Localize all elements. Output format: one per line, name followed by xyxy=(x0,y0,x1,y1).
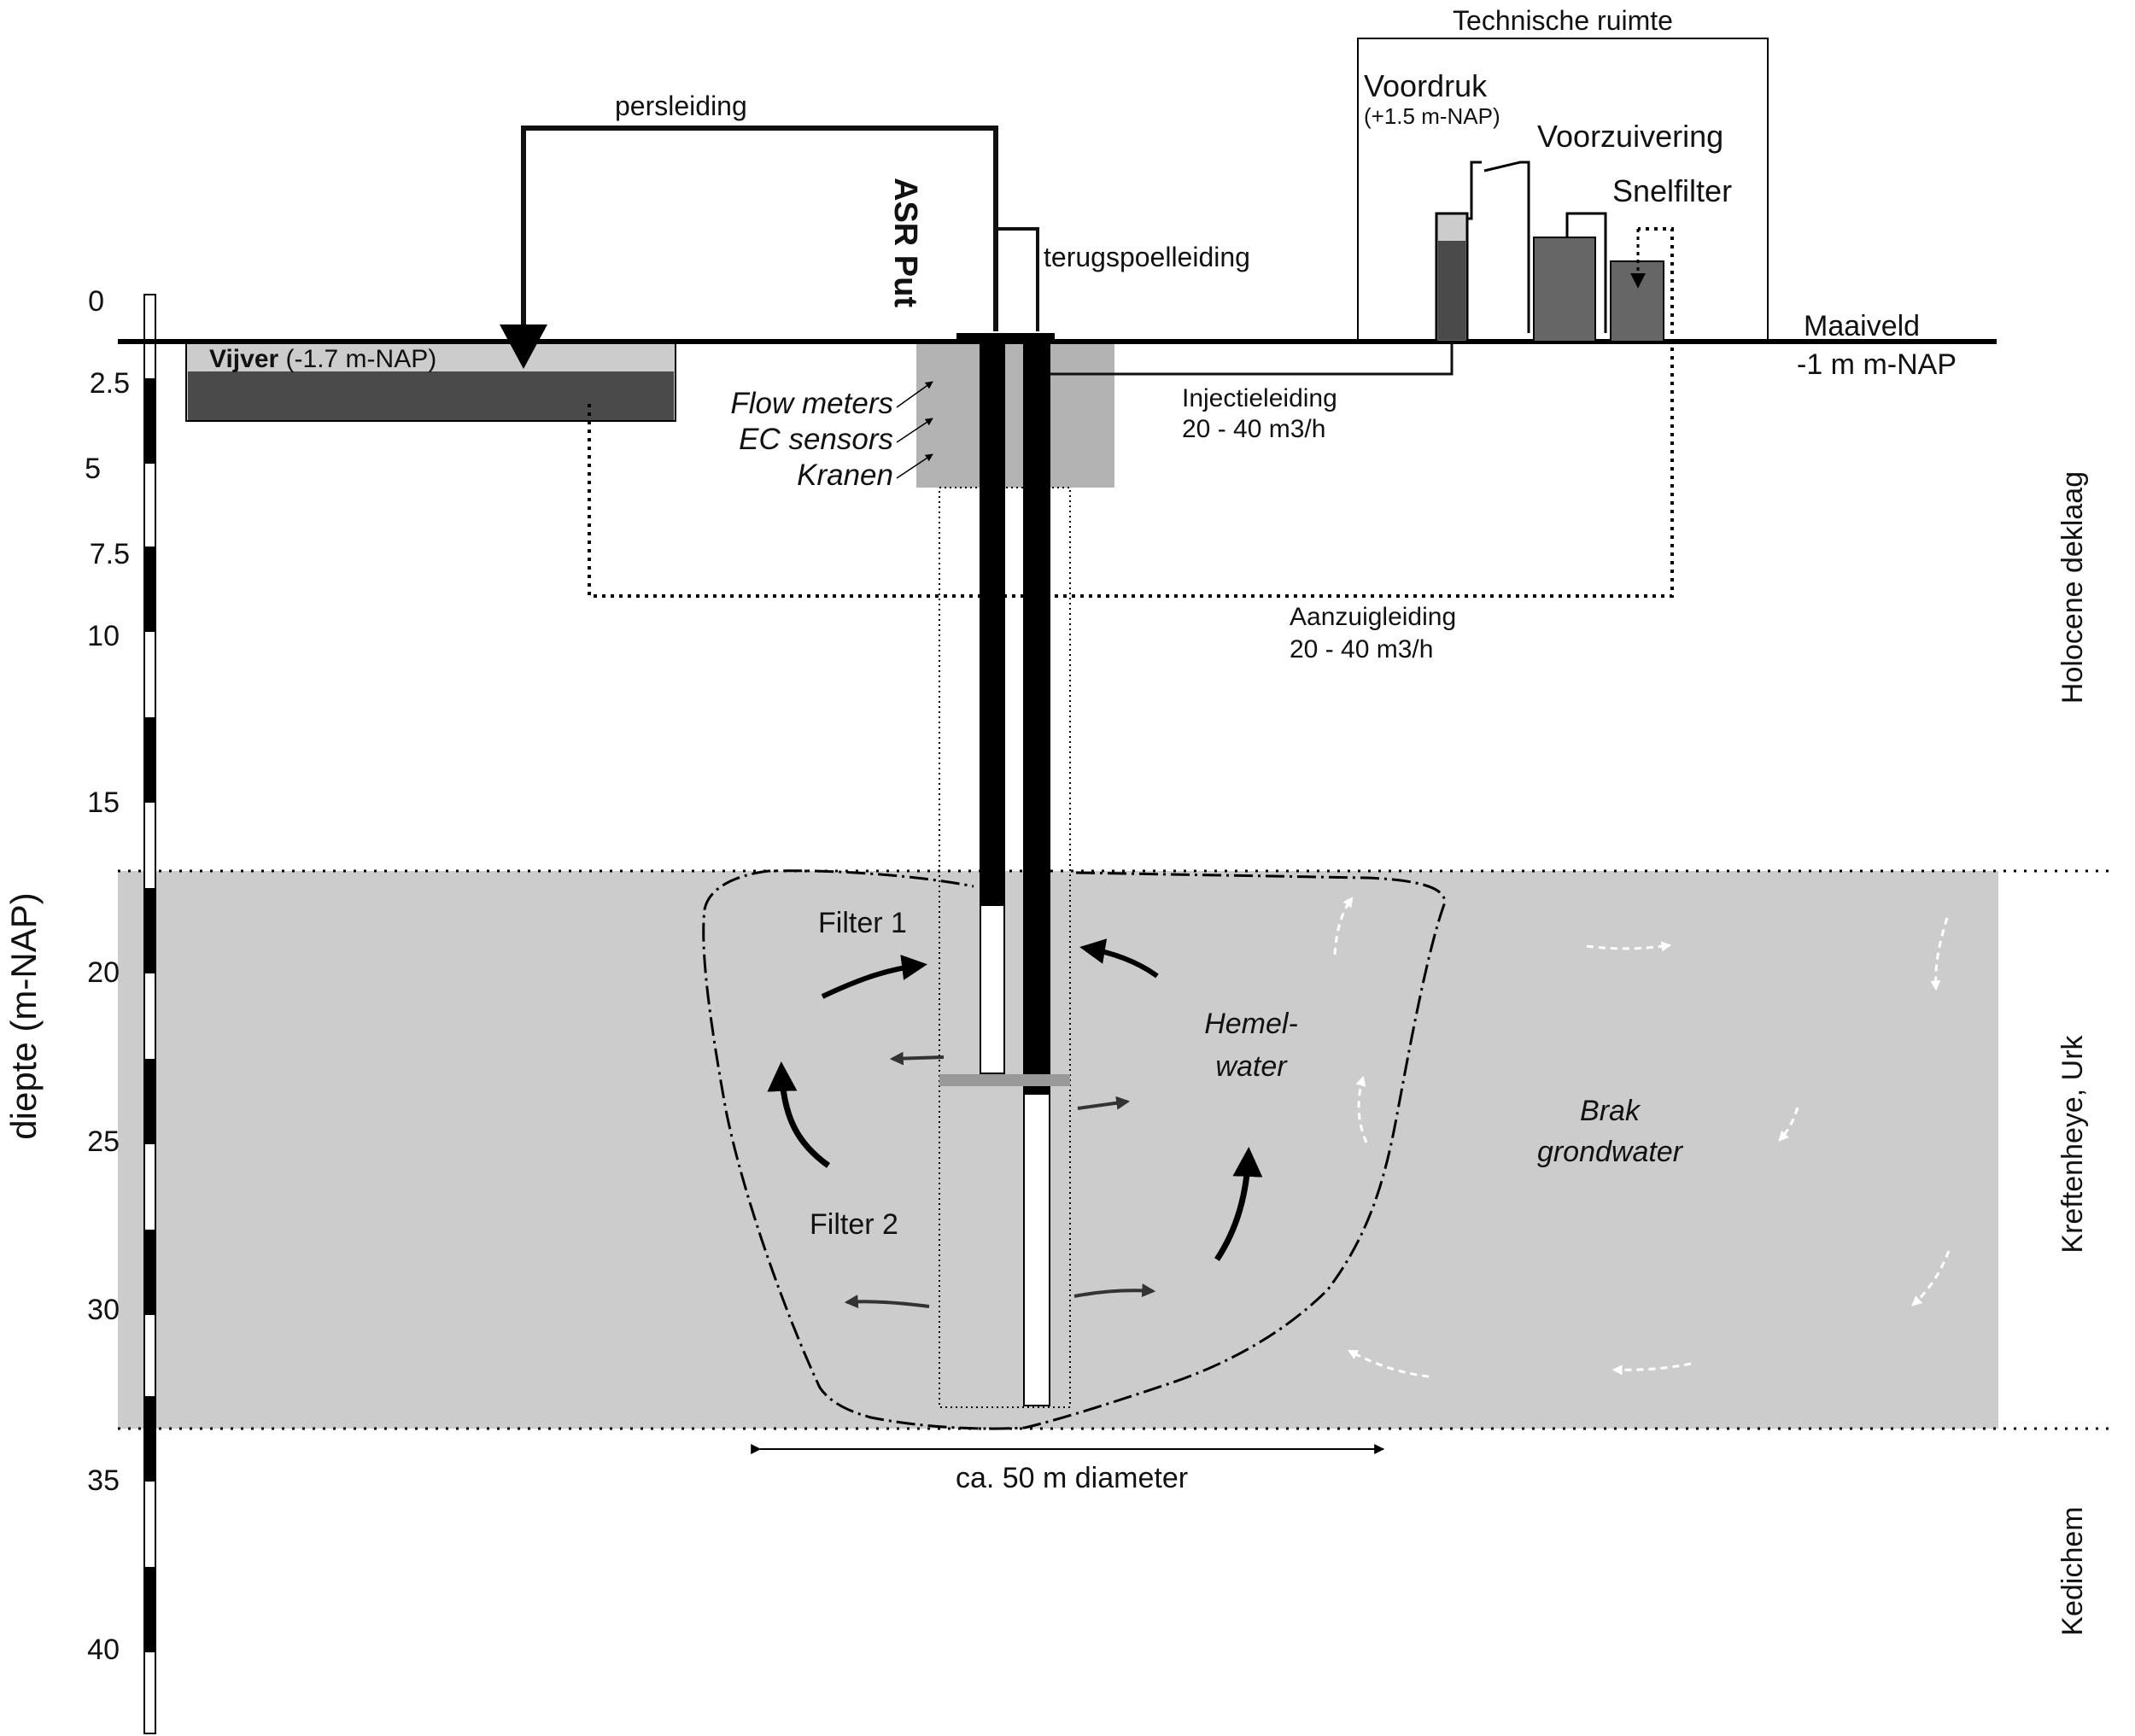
filter1-label: Filter 1 xyxy=(818,907,907,939)
diameter-label: ca. 50 m diameter xyxy=(956,1462,1188,1494)
brak-grondwater-label: Brak xyxy=(1580,1095,1641,1127)
tick-label: 25 xyxy=(87,1125,120,1158)
persleiding-arrowhead xyxy=(500,324,547,369)
voordruk-level-label: (+1.5 m-NAP) xyxy=(1364,103,1500,129)
tank-connection-pipe xyxy=(1467,161,1530,333)
well-casing-left xyxy=(980,337,1005,1074)
snelfilter-tank xyxy=(1610,260,1664,342)
tick-label: 5 xyxy=(85,453,101,485)
flow-arrow xyxy=(844,1295,930,1309)
borehole-outline xyxy=(939,487,1071,1408)
flow-arrow xyxy=(1586,941,1672,952)
tick-label: 15 xyxy=(87,786,120,819)
tick-label: 35 xyxy=(87,1464,120,1497)
pointer xyxy=(896,381,933,408)
maaiveld-label: Maaiveld xyxy=(1804,310,1920,342)
tick-label: 0 xyxy=(88,285,104,318)
axis-label: diepte (m-NAP) xyxy=(3,892,44,1139)
terugspoelleiding-label: terugspoelleiding xyxy=(1044,242,1250,272)
flow-arrow xyxy=(767,1061,831,1168)
kranen-label: Kranen xyxy=(797,459,893,492)
tick-label: 20 xyxy=(87,956,120,989)
tick-label: 10 xyxy=(87,620,120,652)
flow-arrow xyxy=(1073,1283,1156,1298)
technical-room-label: Technische ruimte xyxy=(1453,5,1673,36)
freshwater-bubble xyxy=(702,869,1446,1430)
clay-seal xyxy=(939,1074,1070,1086)
aanzuigleiding-label: Aanzuigleiding xyxy=(1290,603,1456,631)
maaiveld-level-label: -1 m m-NAP xyxy=(1797,348,1957,381)
wellhead-cap xyxy=(956,333,1055,343)
injectieleiding-pipe xyxy=(1050,342,1454,376)
tank-connection-pipe xyxy=(1565,212,1607,333)
filter2-label: Filter 2 xyxy=(810,1208,898,1241)
wellhead-box xyxy=(916,344,1114,488)
depth-ticks: 0 2.5 5 7.5 10 15 20 25 30 35 40 xyxy=(85,285,130,1666)
voordruk-tank xyxy=(1435,212,1469,343)
flow-arrow xyxy=(1077,1096,1131,1110)
ec-sensors-label: EC sensors xyxy=(739,423,893,456)
tick-label: 2.5 xyxy=(90,367,130,400)
terugspoelleiding-pipe xyxy=(996,227,1039,331)
layer-kedichem-label: Kedichem xyxy=(2056,1506,2089,1635)
brackish-flow-arrows xyxy=(1333,897,1951,1378)
flow-arrow xyxy=(1333,897,1354,956)
pond xyxy=(185,341,676,422)
injectieleiding-label: Injectieleiding xyxy=(1182,384,1337,412)
flow-arrow xyxy=(1930,917,1949,991)
brak-grondwater-label: grondwater xyxy=(1537,1136,1684,1168)
layer-holocene-label: Holocene deklaag xyxy=(2056,471,2089,704)
hemelwater-label: water xyxy=(1215,1050,1288,1083)
flow-arrow xyxy=(1355,1075,1368,1143)
pointer xyxy=(896,453,933,479)
depth-scale-bar xyxy=(143,294,156,1734)
flow-arrow xyxy=(1214,1147,1263,1261)
flow-arrow xyxy=(889,1051,945,1066)
flow-arrow xyxy=(1611,1362,1692,1376)
aanzuig-rate-label: 20 - 40 m3/h xyxy=(1290,635,1433,663)
flow-arrow xyxy=(1347,1349,1430,1378)
well-casing-right xyxy=(1023,337,1050,1406)
snelfilter-label: Snelfilter xyxy=(1612,173,1732,208)
voorzuivering-label: Voorzuivering xyxy=(1537,119,1723,154)
aanzuigleiding-pipe xyxy=(588,227,1674,598)
pond-label: Vijver (-1.7 m-NAP) xyxy=(209,345,436,373)
tick-label: 40 xyxy=(87,1634,120,1666)
tick-label: 30 xyxy=(87,1294,120,1326)
aquifer-layer xyxy=(118,871,1998,1429)
tick-label: 7.5 xyxy=(90,538,130,570)
persleiding-label: persleiding xyxy=(615,91,747,121)
voordruk-label: Voordruk xyxy=(1364,68,1488,103)
hemelwater-label: Hemel- xyxy=(1204,1008,1298,1040)
flow-meters-label: Flow meters xyxy=(730,387,893,420)
flow-arrow xyxy=(1079,938,1159,979)
voorzuivering-tank xyxy=(1533,237,1596,342)
flow-arrow xyxy=(1778,1107,1799,1142)
injectie-rate-label: 20 - 40 m3/h xyxy=(1182,415,1325,443)
pointer xyxy=(896,418,933,443)
flow-arrow xyxy=(821,955,927,999)
flow-arrow xyxy=(1911,1250,1951,1306)
layer-kreftenheye-label: Kreftenheye, Urk xyxy=(2056,1034,2089,1253)
persleiding-pipe xyxy=(521,126,998,331)
asr-put-label: ASR Put xyxy=(887,178,923,307)
